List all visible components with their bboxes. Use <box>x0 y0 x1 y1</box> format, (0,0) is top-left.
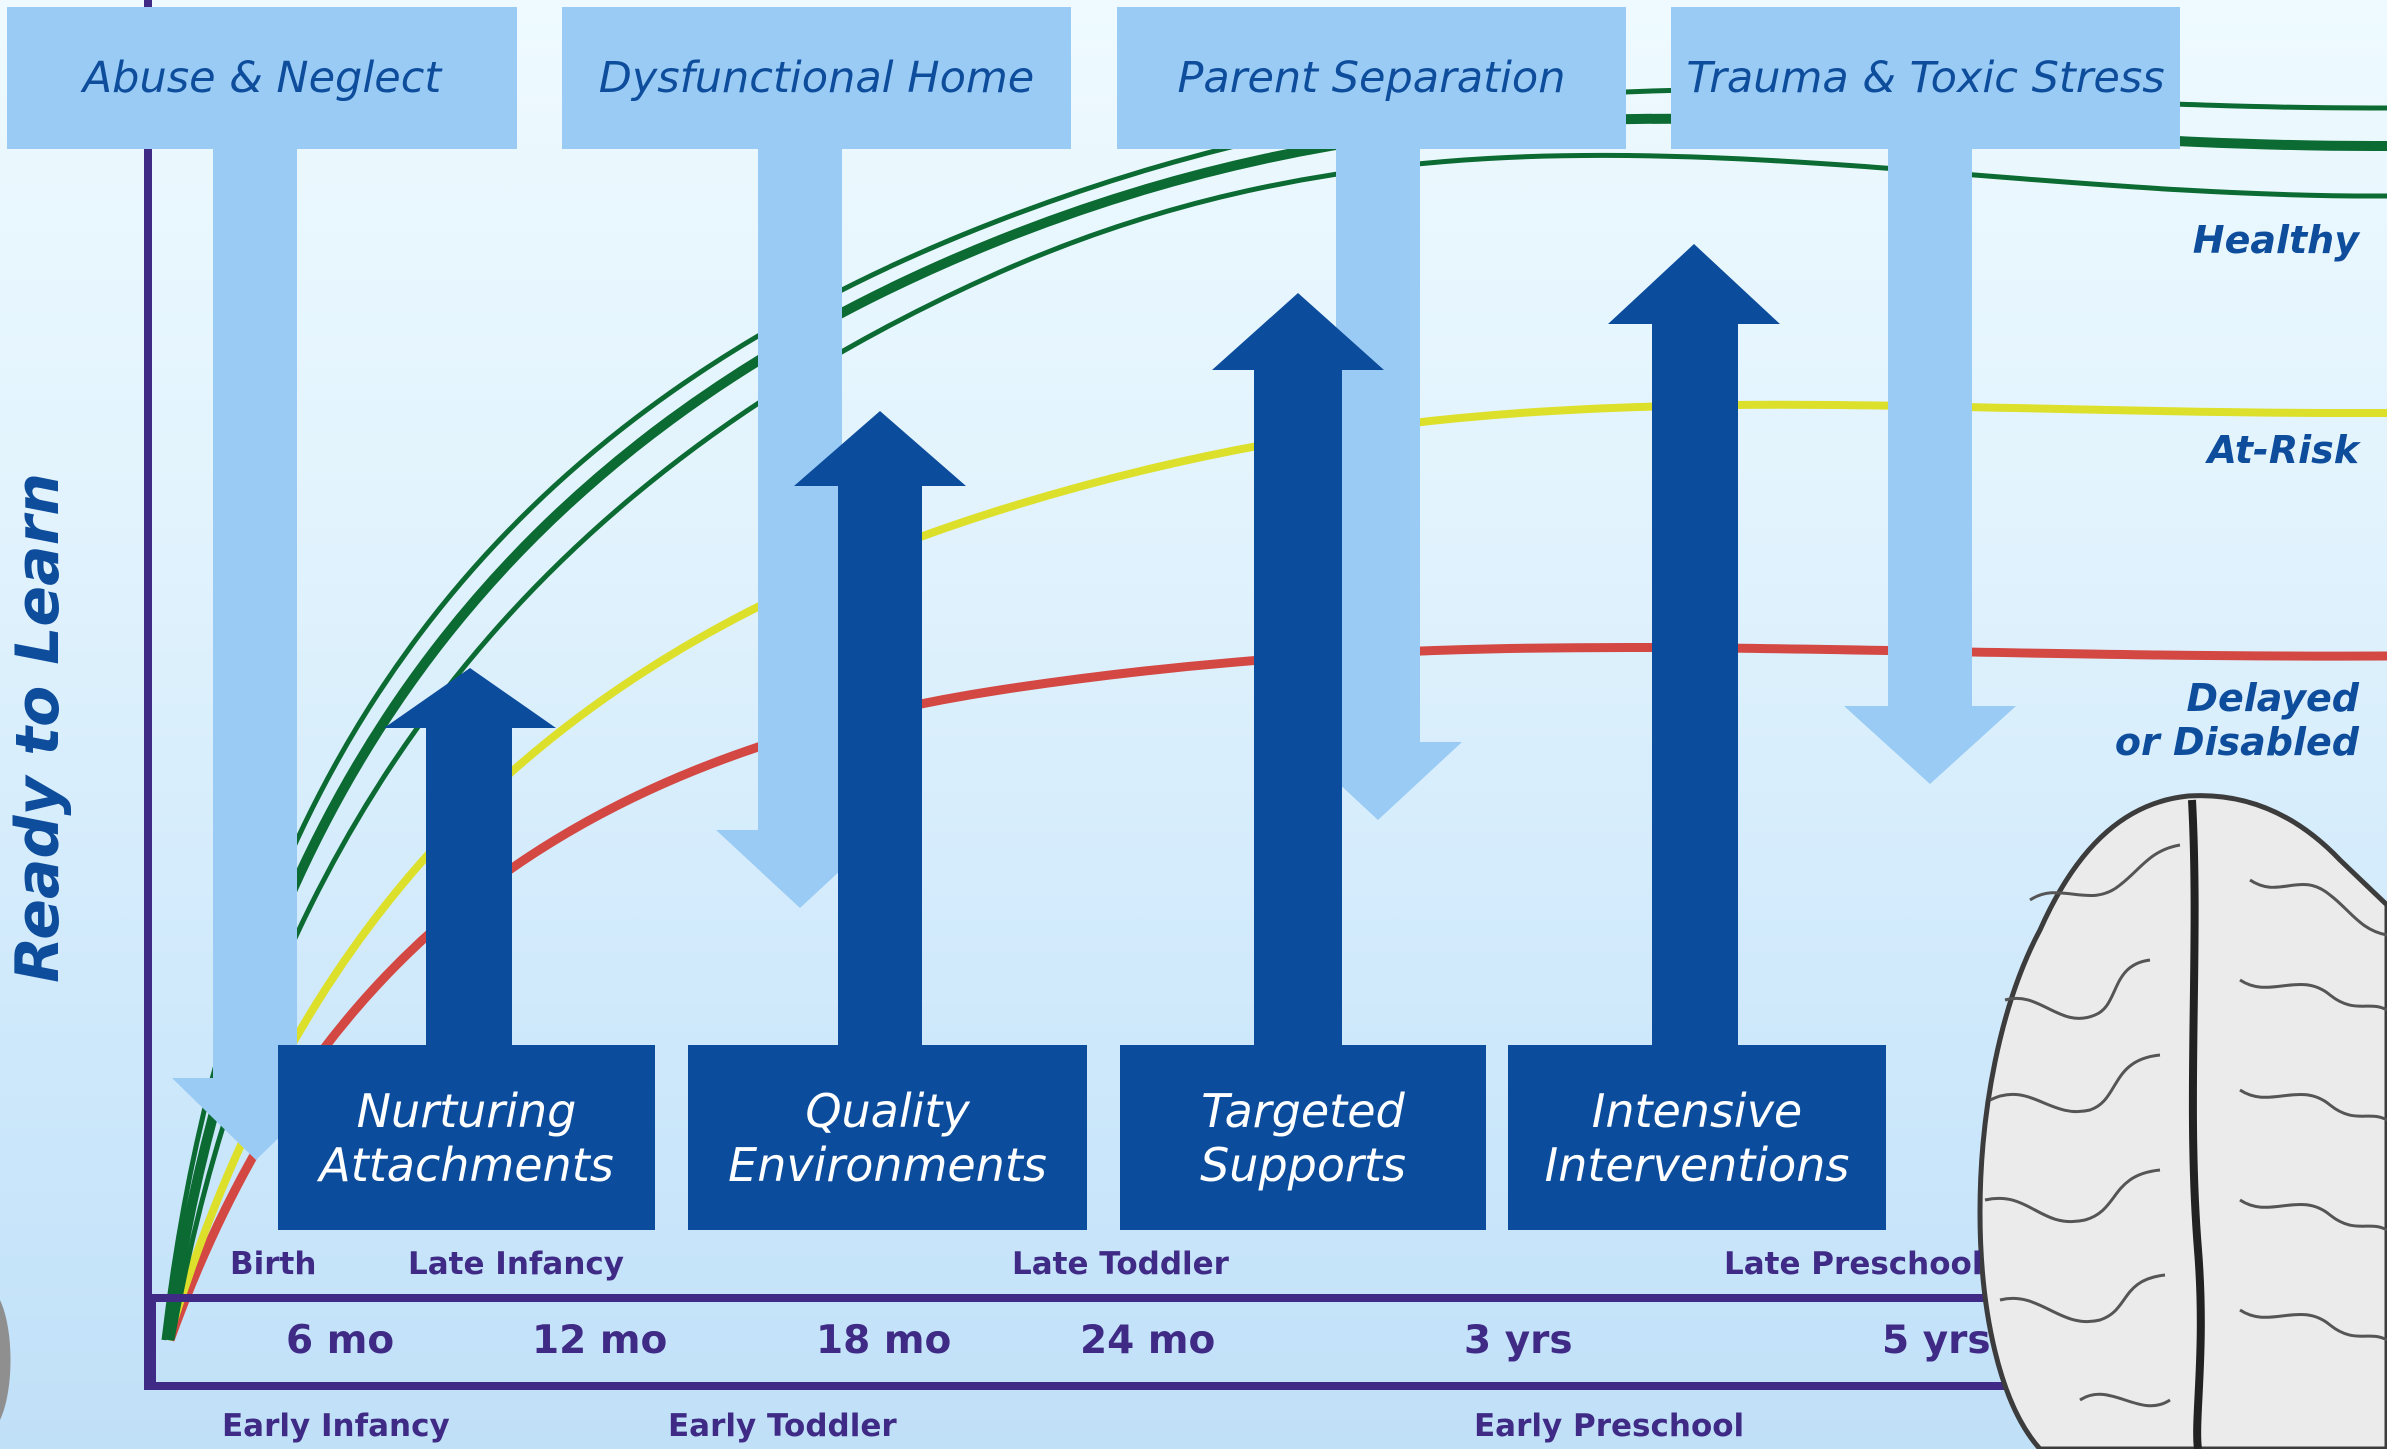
support-arrow-quality <box>794 411 966 1050</box>
age-tick: 24 mo <box>1080 1318 1216 1363</box>
stage-label-late-preschool: Late Preschool <box>1724 1246 1983 1282</box>
support-arrow-nurturing <box>384 668 556 1050</box>
support-label-line1: Intensive <box>1591 1083 1803 1138</box>
age-tick: 6 mo <box>286 1318 395 1363</box>
harm-arrow-abuse <box>172 140 340 1160</box>
support-arrows <box>384 244 1780 1050</box>
harm-factor-trauma-toxic-stress: Trauma & Toxic Stress <box>1671 7 2180 149</box>
stage-label-late-toddler: Late Toddler <box>1012 1246 1229 1282</box>
harm-factor-abuse-neglect: Abuse & Neglect <box>7 7 517 149</box>
support-nurturing-attachments: Nurturing Attachments <box>278 1045 655 1230</box>
stage-label-early-toddler: Early Toddler <box>668 1408 897 1444</box>
support-arrow-targeted <box>1212 293 1384 1050</box>
support-targeted-supports: Targeted Supports <box>1120 1045 1486 1230</box>
support-label-line1: Quality <box>805 1083 970 1138</box>
delayed-label-line1: Delayed <box>2186 676 2359 720</box>
harm-arrow-trauma <box>1844 140 2016 784</box>
healthy-label: Healthy <box>2192 218 2359 262</box>
support-arrow-intensive <box>1608 244 1780 1050</box>
stage-label-early-infancy: Early Infancy <box>222 1408 450 1444</box>
harm-factor-label: Trauma & Toxic Stress <box>1686 53 2165 103</box>
support-label-line2: Attachments <box>319 1137 614 1192</box>
age-tick: 12 mo <box>532 1318 668 1363</box>
support-label-line2: Interventions <box>1544 1137 1850 1192</box>
harm-factor-parent-separation: Parent Separation <box>1117 7 1626 149</box>
age-tick: 18 mo <box>816 1318 952 1363</box>
stage-label-birth: Birth <box>230 1246 317 1282</box>
harm-factor-label: Parent Separation <box>1177 53 1566 103</box>
age-tick: 3 yrs <box>1464 1318 1573 1363</box>
support-label-line2: Environments <box>728 1137 1047 1192</box>
harm-factor-label: Dysfunctional Home <box>598 53 1035 103</box>
support-label-line1: Nurturing <box>356 1083 577 1138</box>
harm-factor-dysfunctional-home: Dysfunctional Home <box>562 7 1071 149</box>
harm-factor-label: Abuse & Neglect <box>82 53 442 103</box>
left-edge-fragment <box>0 1300 11 1420</box>
support-label-line1: Targeted <box>1201 1083 1405 1138</box>
stage-label-late-infancy: Late Infancy <box>408 1246 624 1282</box>
brain-illustration <box>1977 793 2387 1449</box>
stage-label-early-preschool: Early Preschool <box>1474 1408 1745 1444</box>
support-intensive-interventions: Intensive Interventions <box>1508 1045 1886 1230</box>
y-axis-label: Ready to Learn <box>3 473 73 983</box>
delayed-label: Delayed or Disabled <box>2115 676 2359 764</box>
delayed-label-line2: or Disabled <box>2114 720 2359 764</box>
support-label-line2: Supports <box>1200 1137 1406 1192</box>
age-tick: 5 yrs <box>1882 1318 1991 1363</box>
at-risk-label: At-Risk <box>2207 428 2359 472</box>
support-quality-environments: Quality Environments <box>688 1045 1087 1230</box>
